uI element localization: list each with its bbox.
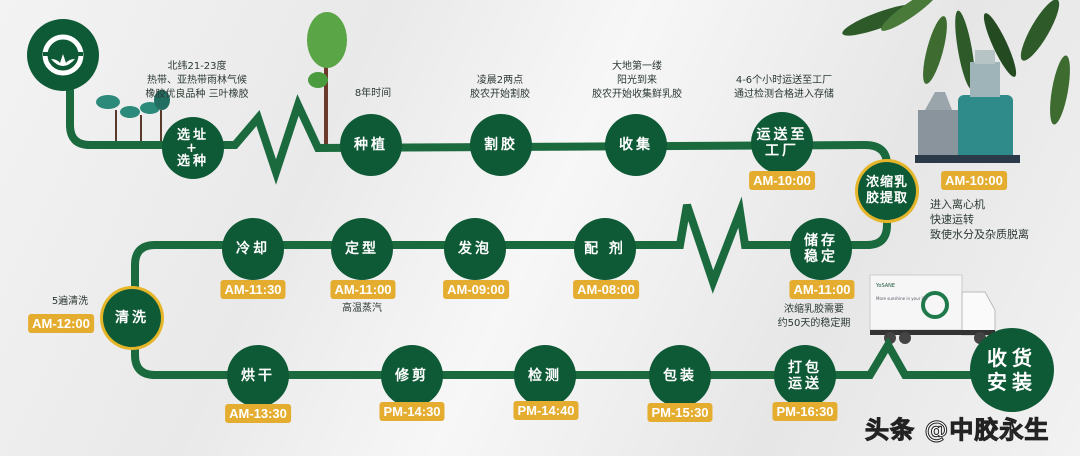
watermark: 头条 @中胶永生 <box>864 416 1050 445</box>
step-packaging: 包装 <box>649 345 711 407</box>
centrifuge-machine-image <box>915 50 1020 163</box>
leaves-decoration <box>842 0 1070 125</box>
note-stabilize: 浓缩乳胶需要 约50天的稳定期 <box>777 304 851 329</box>
note-transport: 4-6个小时运送至工厂 通过检测合格进入存储 <box>734 75 834 100</box>
step-trimming: 修剪 <box>381 345 443 407</box>
note-centrifuge: 进入离心机 快速运转 致使水分及杂质脱离 <box>930 198 1029 241</box>
time-badge: PM-14:30 <box>379 402 445 421</box>
time-badge: AM-12:00 <box>28 314 94 333</box>
step-foaming: 发泡 <box>444 218 506 280</box>
time-badge: PM-15:30 <box>647 403 713 422</box>
note-plant: 8年时间 <box>354 88 392 99</box>
leaf-logo-icon <box>42 34 84 76</box>
time-badge: AM-10:00 <box>941 171 1007 190</box>
step-molding: 定型 <box>331 218 393 280</box>
time-badge: AM-09:00 <box>443 280 509 299</box>
note-steam: 高温蒸汽 <box>342 303 382 314</box>
truck-slogan: More sunshine in your life <box>876 296 928 301</box>
time-badge: AM-11:30 <box>220 280 286 299</box>
step-drying: 烘干 <box>227 345 289 407</box>
tree-image <box>307 12 347 150</box>
seedlings-image <box>96 90 170 142</box>
time-badge: AM-08:00 <box>573 280 639 299</box>
step-planting: 种植 <box>340 114 402 176</box>
step-shipping: 打包 运送 <box>774 345 836 407</box>
step-cooling: 冷却 <box>222 218 284 280</box>
step-delivery: 收货 安装 <box>970 328 1054 412</box>
time-badge: AM-11:00 <box>330 280 396 299</box>
step-transport: 运送至 工厂 <box>751 112 813 174</box>
step-site-selection: 选址 + 选种 <box>162 117 224 179</box>
time-badge: AM-10:00 <box>749 171 815 190</box>
note-collect: 大地第一缕 阳光到来 胶农开始收集鲜乳胶 <box>592 61 682 100</box>
truck-image: YoSANE More sunshine in your life <box>869 274 996 344</box>
note-tap: 凌晨2两点 胶农开始割胶 <box>470 75 530 100</box>
note-wash: 5遍清洗 <box>51 296 89 307</box>
note-site: 北纬21-23度 热带、亚热带雨林气候 橡胶优良品种 三叶橡胶 <box>145 61 249 100</box>
time-badge: AM-13:30 <box>225 404 291 423</box>
step-collecting: 收集 <box>605 114 667 176</box>
step-storage: 储存 稳定 <box>790 218 852 280</box>
step-concentrate: 浓缩乳 胶提取 <box>858 162 916 220</box>
step-compounding: 配 剂 <box>574 218 636 280</box>
logo-badge <box>27 19 99 91</box>
truck-brand: YoSANE <box>875 283 895 289</box>
step-tapping: 割胶 <box>470 114 532 176</box>
time-badge: PM-16:30 <box>772 402 838 421</box>
time-badge: AM-11:00 <box>789 280 855 299</box>
time-badge: PM-14:40 <box>513 401 579 420</box>
step-inspection: 检测 <box>514 345 576 407</box>
step-washing: 清洗 <box>103 289 161 347</box>
